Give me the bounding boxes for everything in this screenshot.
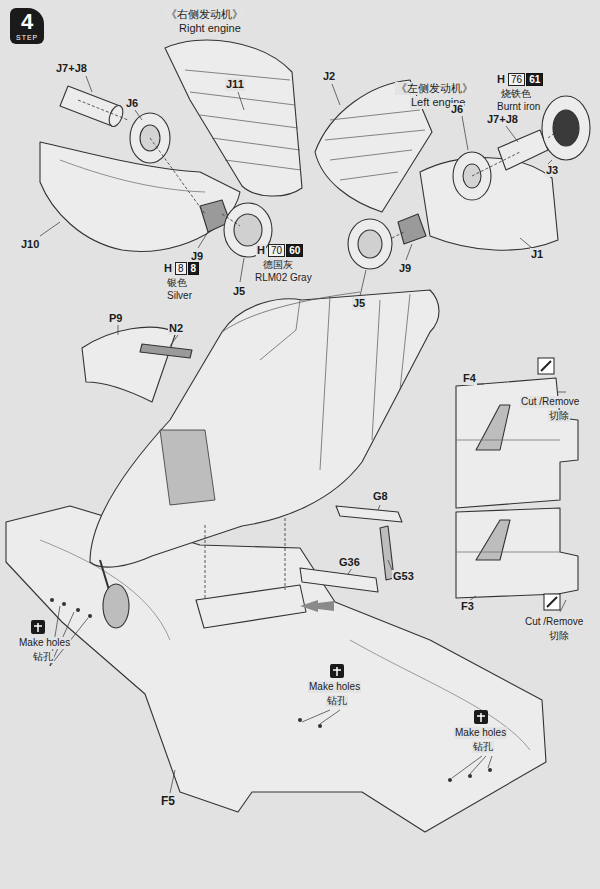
callout-text: Make holes <box>18 637 71 649</box>
part-number: G8 <box>372 490 389 503</box>
part-number: F4 <box>462 372 477 385</box>
part-number: J6 <box>125 97 139 110</box>
step-number: 4 <box>16 10 38 34</box>
callout-text: H <box>256 244 266 257</box>
direction-arrow <box>300 600 334 612</box>
intake-j5 <box>224 203 272 257</box>
part-g8 <box>336 506 402 522</box>
part-number: F5 <box>160 795 176 809</box>
bar-n2 <box>140 344 192 358</box>
paint-code-box: 61 <box>526 73 543 86</box>
part-number: J5 <box>352 297 366 310</box>
callout-text: 钻孔 <box>32 651 54 663</box>
cone-j9 <box>398 214 426 244</box>
callout-text: H <box>496 73 506 86</box>
part-number: F3 <box>460 600 475 613</box>
callout-text: 切除 <box>548 630 570 642</box>
paint-code-box: 60 <box>286 244 303 257</box>
callout-text: Silver <box>166 290 193 302</box>
cowl-p9 <box>82 327 176 402</box>
paint-code: 8 <box>191 263 197 274</box>
drill-icon <box>31 620 488 724</box>
callout-text: 《左侧发动机》 <box>395 82 474 95</box>
callout-text: Right engine <box>178 22 242 35</box>
part-number: J6 <box>450 103 464 116</box>
part-number: J9 <box>398 262 412 275</box>
paint-code: 61 <box>529 74 540 85</box>
callout-text: Cut /Remove <box>524 616 584 628</box>
paint-code: 76 <box>511 74 522 85</box>
part-number: G53 <box>392 570 415 583</box>
part-g36 <box>300 568 378 592</box>
spar <box>196 585 306 628</box>
callout-text: 《右侧发动机》 <box>165 8 244 21</box>
part-number: J7+J8 <box>55 62 88 75</box>
step-badge: 4STEP <box>10 8 44 44</box>
cylinder-j7j8 <box>498 130 548 170</box>
part-number: J2 <box>322 70 336 83</box>
callout-text: 银色 <box>166 277 188 289</box>
callout-text: 钻孔 <box>472 741 494 753</box>
callout-text: 钻孔 <box>326 695 348 707</box>
callout-text: Cut /Remove <box>520 396 580 408</box>
part-number: P9 <box>108 312 123 325</box>
part-number: N2 <box>168 322 184 335</box>
paint-code-box: 70 <box>268 244 285 257</box>
callout-text: Burnt iron <box>496 101 541 113</box>
paint-code: 60 <box>289 245 300 256</box>
paint-code-box: 8 <box>188 262 200 275</box>
panel-f3 <box>456 508 578 598</box>
part-number: G36 <box>338 556 361 569</box>
paint-code: 8 <box>178 263 184 274</box>
part-number: J7+J8 <box>486 113 519 126</box>
callout-text: H <box>163 262 173 275</box>
callout-text: 烧铁色 <box>500 88 532 100</box>
callout-text: 切除 <box>548 410 570 422</box>
nose-wheel <box>103 584 129 628</box>
part-number: J1 <box>530 248 544 261</box>
part-number: J11 <box>225 78 245 91</box>
part-number: J9 <box>190 250 204 263</box>
part-number: J3 <box>545 164 559 177</box>
paint-code-box: 8 <box>175 262 187 275</box>
callout-text: Make holes <box>454 727 507 739</box>
callout-text: 德国灰 <box>262 259 294 271</box>
paint-code: 70 <box>271 245 282 256</box>
step-word: STEP <box>16 34 38 42</box>
exhaust-j3 <box>542 96 590 160</box>
paint-code-box: 76 <box>508 73 525 86</box>
callout-text: Make holes <box>308 681 361 693</box>
part-number: J10 <box>20 238 40 251</box>
callout-text: RLM02 Gray <box>254 272 313 284</box>
part-number: J5 <box>232 285 246 298</box>
intake-j5 <box>348 219 392 269</box>
